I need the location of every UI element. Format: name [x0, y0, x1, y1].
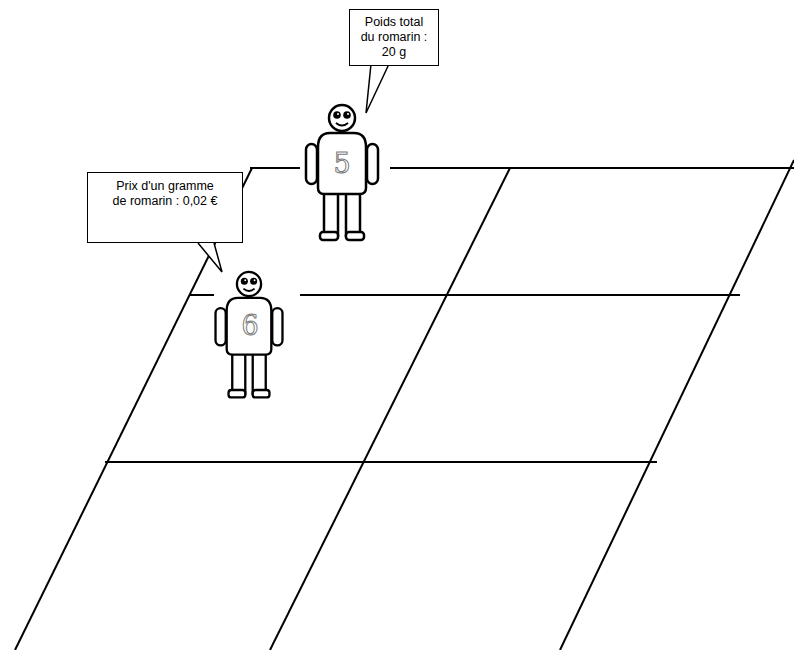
- bubble-text: Poids total du romarin : 20 g: [358, 15, 430, 60]
- player-figure: [306, 105, 378, 240]
- board-grid: [15, 160, 794, 650]
- player-figure: [216, 272, 283, 398]
- speech-bubble: Poids total du romarin : 20 g: [349, 9, 439, 66]
- speech-tail: [366, 64, 389, 113]
- speech-bubble: Prix d'un gramme de romarin : 0,02 €: [87, 172, 243, 243]
- speech-tail: [198, 243, 222, 272]
- bubble-text: Prix d'un gramme de romarin : 0,02 €: [112, 179, 218, 209]
- player-number: 5: [327, 149, 357, 179]
- player-number: 6: [235, 311, 265, 341]
